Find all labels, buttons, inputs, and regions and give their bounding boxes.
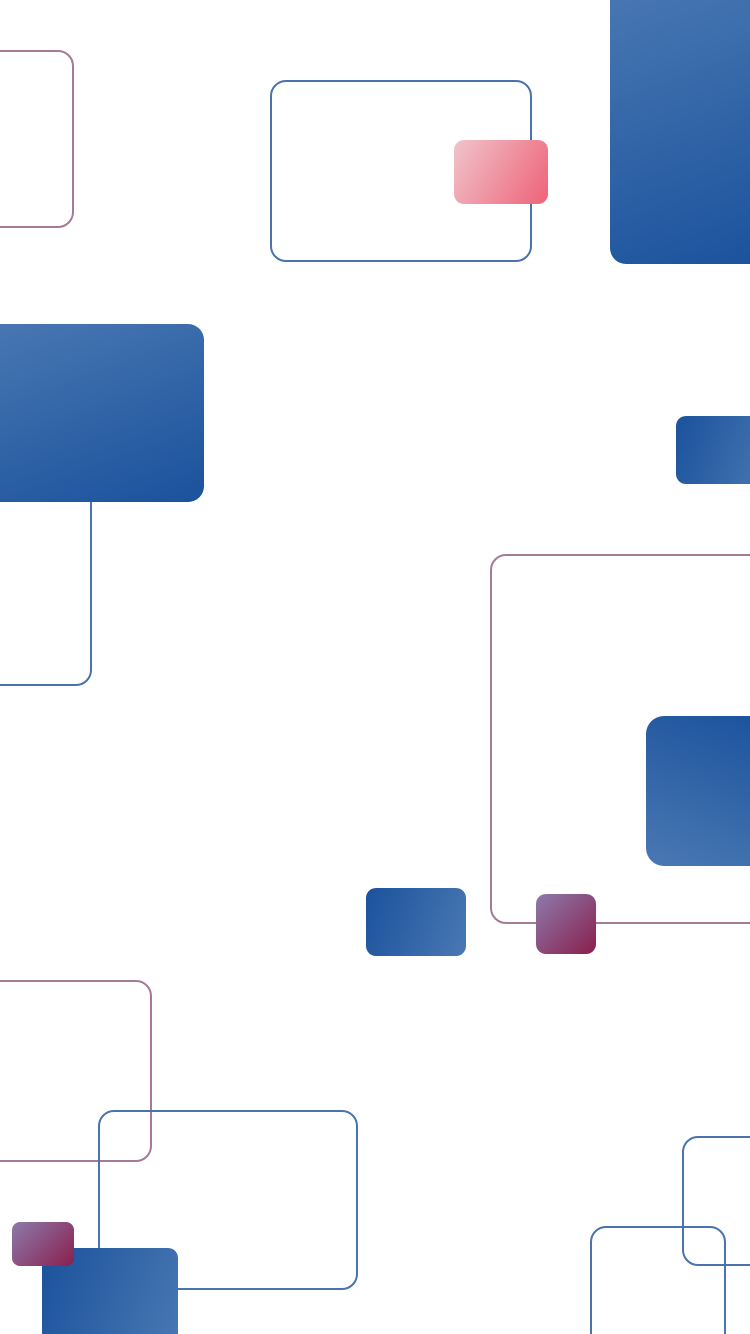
filled-rect-purple-right <box>536 894 596 954</box>
filled-rect-purple-left <box>12 1222 74 1266</box>
outline-rect-bottom-left <box>0 980 152 1162</box>
outline-rect-bottom-right-upper <box>682 1136 750 1266</box>
outline-rect-top-left <box>0 50 74 228</box>
filled-rect-center-small <box>366 888 466 956</box>
filled-rect-small-right <box>676 416 750 484</box>
filled-rect-pink <box>454 140 548 204</box>
outline-rect-bottom-center <box>98 1110 358 1290</box>
filled-rect-top-right <box>610 0 750 264</box>
outline-rect-right-large <box>490 554 750 924</box>
filled-rect-left <box>0 324 204 502</box>
outline-rect-bottom-right-lower <box>590 1226 726 1334</box>
filled-rect-right-middle <box>646 716 750 866</box>
